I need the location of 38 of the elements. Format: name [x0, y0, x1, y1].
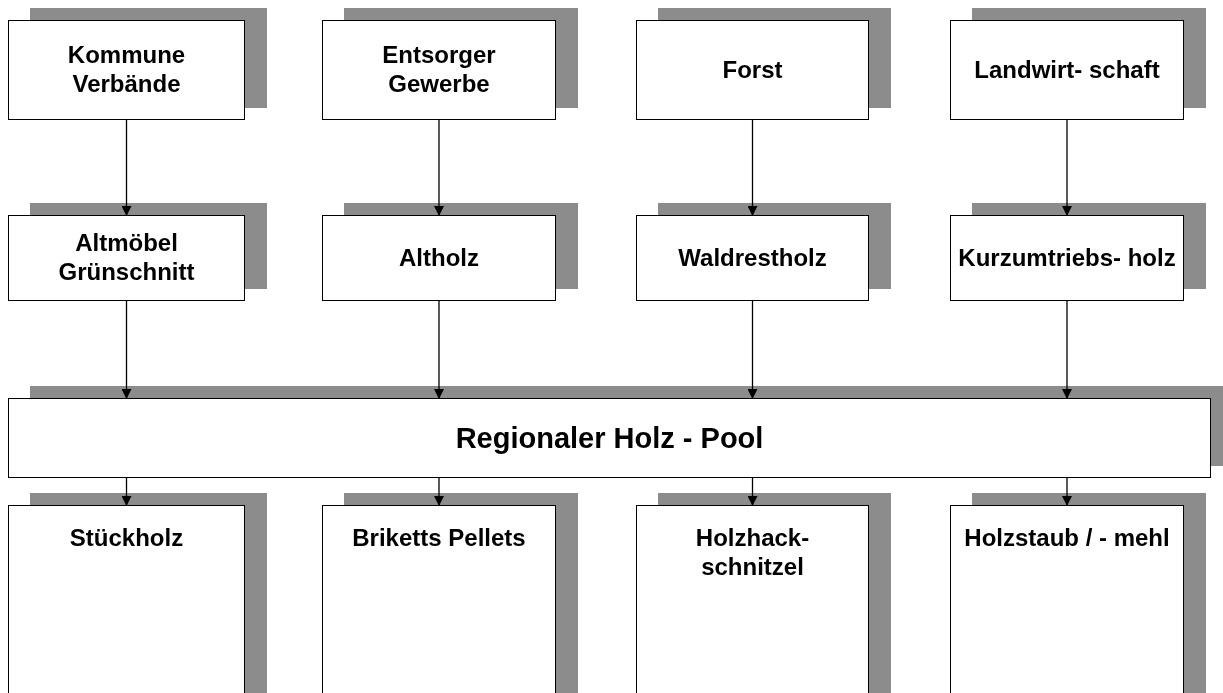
process-box [8, 215, 245, 301]
process-box [950, 215, 1184, 301]
process-box [950, 20, 1184, 120]
arrow [1062, 300, 1072, 399]
process-box [322, 215, 556, 301]
arrow [434, 300, 444, 399]
arrow [1062, 477, 1072, 506]
process-box [8, 398, 1211, 478]
box-label: Holzstaub / - mehl [964, 524, 1170, 553]
process-box [636, 505, 869, 693]
box-label: Stückholz [69, 524, 184, 553]
process-box [8, 505, 245, 693]
box-label: Entsorger Gewerbe [381, 41, 497, 99]
arrow [747, 119, 758, 216]
box-label: Holzhack- schnitzel [694, 524, 811, 582]
box-label: Kommune Verbände [66, 41, 187, 99]
process-box [950, 505, 1184, 693]
process-box [636, 20, 869, 120]
arrow [747, 300, 758, 399]
process-box [636, 215, 869, 301]
arrow [434, 119, 444, 216]
box-label: Waldrestholz [678, 243, 827, 273]
arrow [747, 477, 758, 506]
process-box [322, 20, 556, 120]
arrow [434, 477, 444, 506]
arrow [121, 477, 132, 506]
box-label: Kurzumtriebs- holz [958, 243, 1176, 273]
box-label: Briketts Pellets [352, 524, 526, 553]
box-label: Altmöbel Grünschnitt [57, 229, 196, 287]
process-box [322, 505, 556, 693]
box-label: Regionaler Holz - Pool [455, 420, 764, 456]
box-label: Landwirt- schaft [974, 55, 1160, 85]
box-label: Altholz [399, 243, 479, 273]
process-box [8, 20, 245, 120]
arrow [121, 300, 132, 399]
box-label: Forst [722, 55, 783, 85]
arrow [1062, 119, 1072, 216]
arrow [121, 119, 132, 216]
